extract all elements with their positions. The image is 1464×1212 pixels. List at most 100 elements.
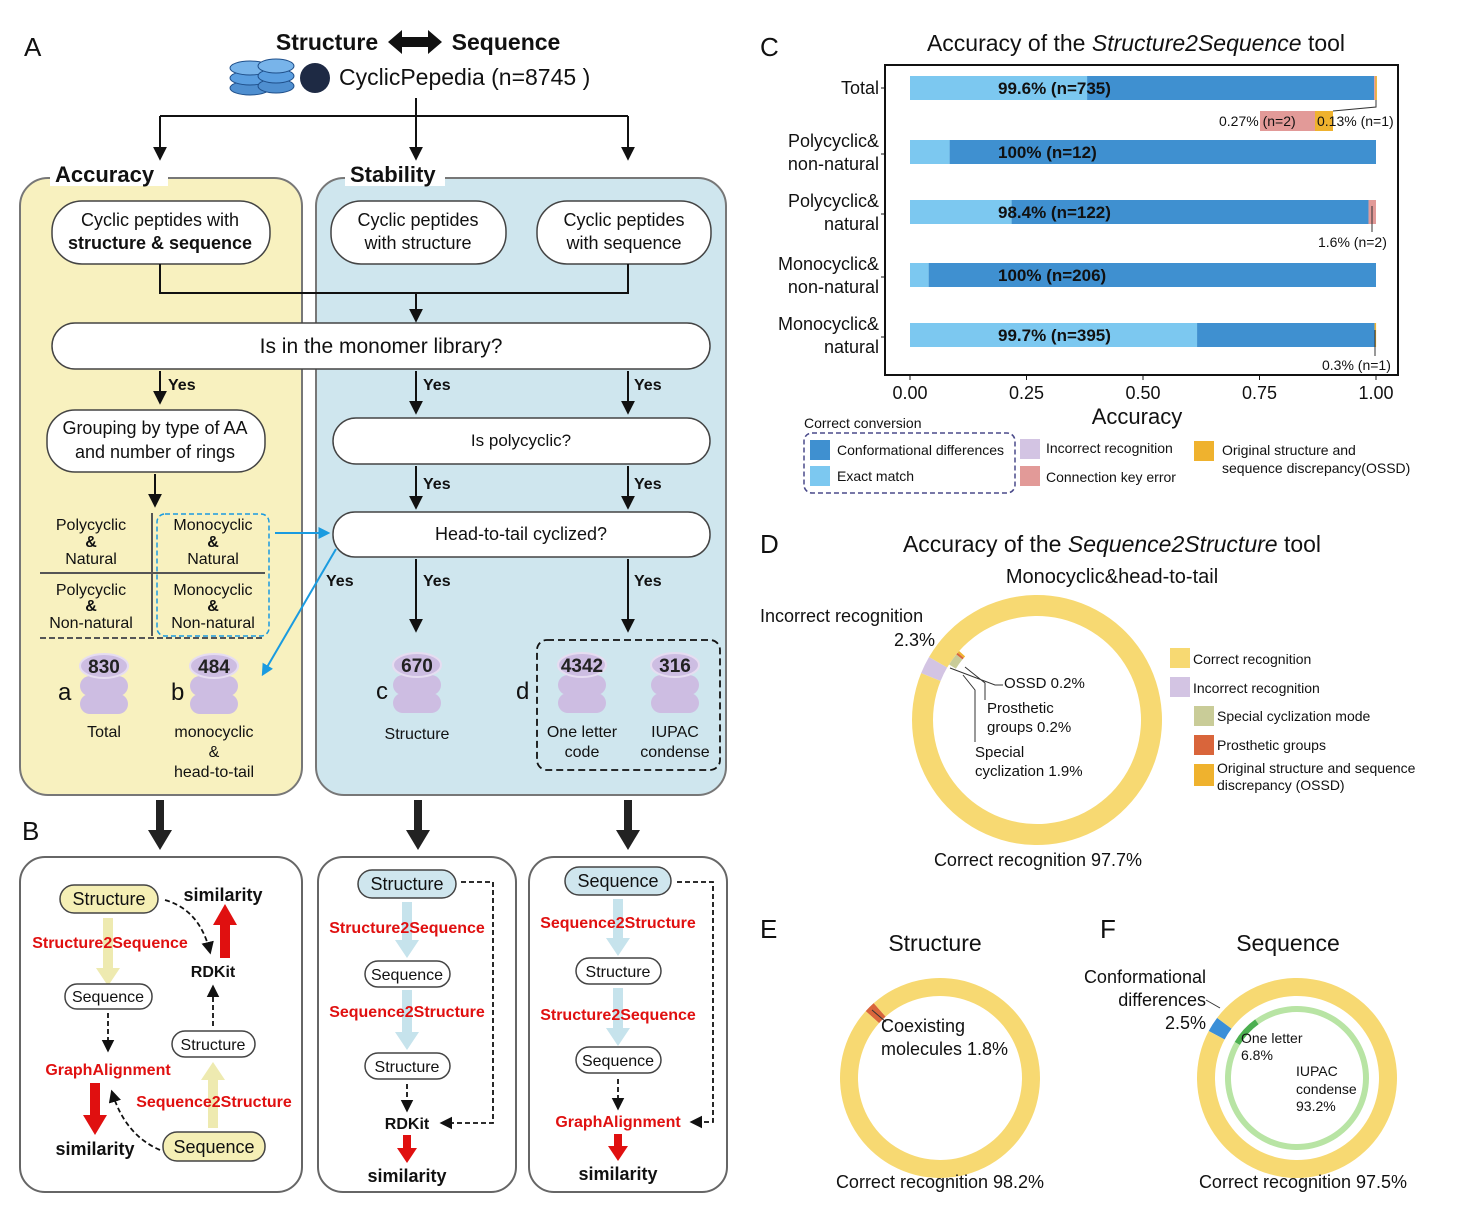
structure-input-label: Structure xyxy=(72,889,145,909)
grid-poly-nonnatural-3: Non-natural xyxy=(49,615,133,632)
bar-segment-conformational-differences xyxy=(1087,76,1375,100)
structure-node-label: Structure xyxy=(375,1059,440,1076)
head-to-tail-decision xyxy=(332,511,711,558)
bar-label: 99.7% (n=395) xyxy=(998,326,1111,345)
chart-e-donut xyxy=(839,978,1040,1179)
accuracy-title-bg xyxy=(50,164,168,186)
label-incorrect-line1: Incorrect recognition xyxy=(760,606,923,626)
annotation-connection-error-polycyclic-natural: 1.6% (n=2) xyxy=(1318,234,1387,250)
dataset-count: 316 xyxy=(659,656,691,677)
y-tick-label: non-natural xyxy=(788,154,879,174)
y-tick-label: Polycyclic& xyxy=(788,131,879,151)
box-structure-sequence-line2: structure & sequence xyxy=(68,233,252,253)
graphalignment-step: GraphAlignment xyxy=(555,1114,681,1131)
grid-poly-natural-3: Natural xyxy=(65,551,117,568)
x-tick-label: 0.50 xyxy=(1125,383,1160,403)
bar-label: 100% (n=12) xyxy=(998,143,1097,162)
inner-slice-one-letter xyxy=(1234,1019,1259,1045)
polycyclic-decision xyxy=(332,417,711,465)
label-iupac-line2: condense xyxy=(1296,1081,1357,1097)
structure2sequence-step: Structure2Sequence xyxy=(540,1007,696,1024)
legend-ossd-line2: discrepancy (OSSD) xyxy=(1217,777,1345,793)
dataset-count: 4342 xyxy=(561,656,603,677)
sequence-input-label: Sequence xyxy=(173,1137,254,1157)
legend-incorrect: Incorrect recognition xyxy=(1193,680,1320,696)
dataset-label: & xyxy=(209,744,220,761)
chart-c-title: Accuracy of the Structure2Sequence tool xyxy=(927,30,1345,56)
legend-incorrect: Incorrect recognition xyxy=(1046,440,1173,456)
bar-label: 99.6% (n=735) xyxy=(998,79,1111,98)
chart-f-donut xyxy=(1196,978,1397,1179)
legend-swatch-connection-error xyxy=(1020,466,1040,486)
legend-prosthetic: Prosthetic groups xyxy=(1217,737,1326,753)
legend-swatch-special xyxy=(1194,706,1214,726)
label-special-line1: Special xyxy=(975,744,1024,761)
monomer-library-question: Is in the monomer library? xyxy=(260,335,503,358)
label-one-letter-line2: 6.8% xyxy=(1241,1047,1273,1063)
box-structure-line1: Cyclic peptides xyxy=(357,210,478,230)
yes-label: Yes xyxy=(423,377,451,394)
box-structure xyxy=(330,200,507,265)
label-coexisting-line2: molecules 1.8% xyxy=(881,1039,1008,1059)
bar-segment-conformational-differences xyxy=(1011,200,1369,224)
slice-ossd xyxy=(957,651,966,658)
sequence-node-label: Sequence xyxy=(582,1053,654,1070)
bar-segment-conformational-differences xyxy=(1197,323,1375,347)
legend-special: Special cyclization mode xyxy=(1217,708,1371,724)
monomer-library-decision xyxy=(51,322,711,370)
label-correct: Correct recognition 97.7% xyxy=(934,850,1142,870)
slice-incorrect-recognition xyxy=(921,656,948,682)
dataset-label: One letter xyxy=(547,724,618,741)
dataset-count: 830 xyxy=(88,657,120,678)
database-layer xyxy=(651,693,699,713)
legend-swatch-exact-match xyxy=(810,466,830,486)
leader-line xyxy=(1205,999,1221,1009)
annotation-ossd-total: 0.13% (n=1) xyxy=(1317,113,1394,129)
similarity-result: similarity xyxy=(367,1166,446,1186)
header-sequence: Sequence xyxy=(452,29,561,55)
yes-label: Yes xyxy=(168,377,196,394)
grouping-line1: Grouping by type of AA xyxy=(62,418,247,438)
y-tick-label: natural xyxy=(824,337,879,357)
y-tick-label: Total xyxy=(841,78,879,98)
legend-ossd-line1: Original structure and xyxy=(1222,442,1356,458)
label-prosthetic-line2: groups 0.2% xyxy=(987,719,1071,736)
rdkit-step: RDKit xyxy=(385,1116,430,1133)
leader-lines xyxy=(949,666,1003,742)
sequence2structure-step: Sequence2Structure xyxy=(540,915,696,932)
legend-swatch-conformational xyxy=(810,440,830,460)
grid-mono-nonnatural-3: Non-natural xyxy=(171,615,255,632)
box-structure-sequence-line1: Cyclic peptides with xyxy=(81,210,239,230)
sequence-node xyxy=(64,983,153,1010)
down-arrows xyxy=(148,800,640,850)
grid-mono-nonnatural-2: & xyxy=(207,598,219,615)
conversion-arrow xyxy=(201,1062,225,1128)
sequence-node xyxy=(364,960,451,988)
grouping-line2: and number of rings xyxy=(75,442,235,462)
legend-swatch-ossd xyxy=(1194,441,1214,461)
legend-swatch-ossd xyxy=(1194,764,1214,786)
split-connector xyxy=(160,98,628,117)
legend-exact-match: Exact match xyxy=(837,468,914,484)
structure2sequence-step: Structure2Sequence xyxy=(329,920,485,937)
structure-input-node xyxy=(59,884,159,914)
dataset-count: 670 xyxy=(401,656,433,677)
dataset-label: IUPAC xyxy=(651,724,699,741)
head-to-tail-question: Head-to-tail cyclized? xyxy=(435,524,607,544)
dataset-label: Structure xyxy=(385,726,450,743)
structure-node-label: Structure xyxy=(181,1037,246,1054)
label-iupac-line3: 93.2% xyxy=(1296,1098,1336,1114)
grid-poly-nonnatural-1: Polycyclic xyxy=(56,582,126,599)
sequence-input-label: Sequence xyxy=(577,871,658,891)
chart-e-title: Structure xyxy=(888,930,981,956)
grid-poly-nonnatural-2: & xyxy=(85,598,97,615)
sequence-input-node xyxy=(564,866,672,896)
red-arrow-up xyxy=(213,904,237,958)
sequence2structure-step: Sequence2Structure xyxy=(329,1004,485,1021)
bar-segment-conformational-differences xyxy=(928,263,1376,287)
yes-label: Yes xyxy=(634,377,662,394)
y-tick-label: non-natural xyxy=(788,277,879,297)
